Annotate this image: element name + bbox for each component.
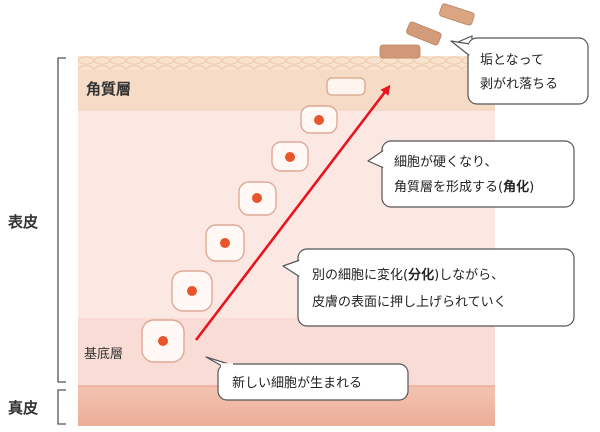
cell-1: [141, 319, 185, 363]
cell-5: [271, 141, 309, 172]
cornified-cell: [326, 77, 366, 96]
svg-text:垢となって: 垢となって: [480, 53, 544, 68]
svg-text:細胞が硬くなり、: 細胞が硬くなり、: [394, 155, 497, 170]
cell-3: [205, 224, 245, 262]
svg-text:剥がれ落ちる: 剥がれ落ちる: [480, 77, 558, 92]
shed-flake-1: [439, 3, 475, 26]
svg-text:角質層を形成する(角化): 角質層を形成する(角化): [394, 179, 534, 195]
stratum-corneum-label: 角質層: [86, 80, 131, 98]
callout-harden: 細胞が硬くなり、 角質層を形成する(角化): [367, 140, 575, 208]
basal-layer-label: 基底層: [84, 346, 123, 362]
dermis-bracket: [57, 389, 66, 425]
nucleus: [314, 115, 324, 125]
shed-flake-3: [379, 44, 421, 59]
svg-text:皮膚の表面に押し上げられていく: 皮膚の表面に押し上げられていく: [312, 294, 507, 310]
callout-shed: 垢となって 剥がれ落ちる: [450, 35, 589, 105]
shed-flake-2: [406, 21, 442, 46]
epidermis-bracket: [57, 57, 66, 383]
svg-text:新しい細胞が生まれる: 新しい細胞が生まれる: [232, 375, 362, 391]
nucleus: [158, 336, 168, 346]
cell-4: [238, 181, 277, 216]
nucleus: [220, 238, 230, 248]
dermis-label: 真皮: [8, 399, 38, 417]
callout-differentiate: 別の細胞に変化(分化)しながら、 皮膚の表面に押し上げられていく: [282, 248, 575, 327]
corneum-scales-texture: [78, 56, 495, 70]
nucleus: [252, 193, 262, 203]
cell-2: [171, 270, 213, 312]
epidermis-label: 表皮: [8, 213, 38, 231]
nucleus: [187, 286, 197, 296]
upward-arrow: [194, 84, 391, 341]
callout-born: 新しい細胞が生まれる: [205, 356, 409, 401]
svg-text:別の細胞に変化(分化)しながら、: 別の細胞に変化(分化)しながら、: [312, 267, 504, 283]
nucleus: [285, 152, 295, 162]
cell-6: [300, 105, 338, 134]
